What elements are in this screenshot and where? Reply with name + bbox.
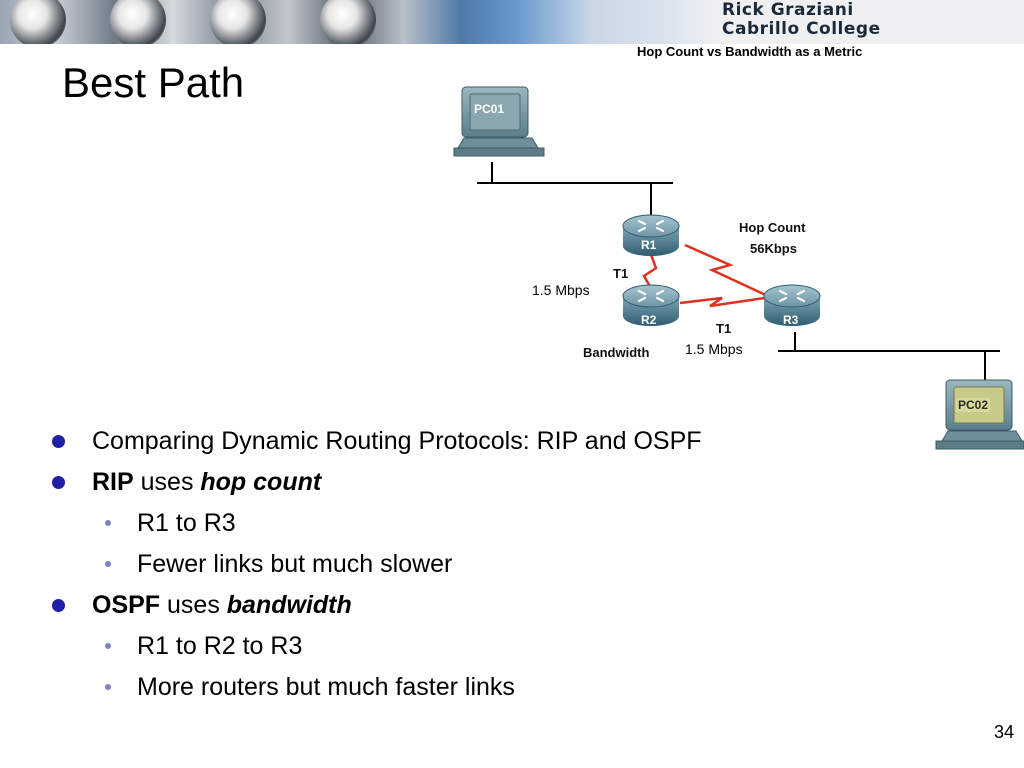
pc02-label: PC02: [956, 398, 991, 412]
slow-link-speed: 56Kbps: [750, 241, 797, 256]
pc01-computer: [453, 86, 545, 157]
router-r3: [763, 284, 821, 326]
pc02-computer: [935, 379, 1024, 450]
bandwidth-label: Bandwidth: [583, 345, 650, 360]
diagram-svg: [453, 86, 1024, 450]
speed-label-r1-r2: 1.5 Mbps: [532, 282, 590, 298]
bullet-text: Comparing Dynamic Routing Protocols: RIP…: [92, 427, 702, 455]
router-r2: [622, 284, 680, 326]
hop-count-label: Hop Count: [739, 220, 806, 235]
sub-bullet-text: More routers but much faster links: [137, 673, 515, 701]
bullet-dot-icon: [52, 476, 65, 489]
t1-label-r2-r3: T1: [716, 321, 732, 336]
banner-photo: [0, 0, 720, 44]
sub-bullet-dot-icon: [105, 561, 111, 567]
r1-label: R1: [641, 238, 657, 252]
sub-bullet-text: R1 to R3: [137, 509, 236, 537]
diagram-title: Hop Count vs Bandwidth as a Metric: [637, 44, 863, 59]
serial-link-r1-r2: [642, 251, 658, 291]
t1-label-r1-r2: T1: [613, 266, 629, 281]
banner-disc: [210, 0, 266, 44]
speed-label-r2-r3: 1.5 Mbps: [685, 341, 743, 357]
pc01-label: PC01: [474, 102, 505, 116]
author-name: Rick Graziani Cabrillo College: [722, 1, 881, 39]
r3-label: R3: [783, 313, 799, 327]
bullet-text-bold: RIP: [92, 468, 134, 496]
banner-logo-area: [672, 0, 1024, 44]
sub-bullet-dot-icon: [105, 643, 111, 649]
bullet-text-bold: OSPF: [92, 591, 161, 619]
sub-bullet-dot-icon: [105, 684, 111, 690]
router-r1: [622, 214, 680, 256]
bullet-dot-icon: [52, 435, 65, 448]
network-diagram: Hop Count vs Bandwidth as a Metric: [440, 40, 1024, 460]
banner-disc: [10, 0, 66, 44]
banner-disc: [110, 0, 166, 44]
bullet-text-bold-italic: bandwidth: [226, 591, 352, 619]
author-name-line1: Rick Graziani: [722, 0, 854, 20]
slide-title: Best Path: [62, 59, 245, 106]
banner-disc: [320, 0, 376, 44]
serial-link-r2-r3: [679, 296, 766, 308]
sub-bullet-dot-icon: [105, 520, 111, 526]
header-banner: Rick Graziani Cabrillo College: [0, 0, 1024, 44]
page-number: 34: [993, 722, 1014, 742]
r2-label: R2: [641, 313, 657, 327]
bullet-text: uses: [160, 591, 227, 619]
bullet-text: uses: [133, 468, 201, 496]
serial-link-r1-r3: [684, 243, 773, 300]
author-name-line2: Cabrillo College: [722, 19, 881, 39]
bullet-text-bold-italic: hop count: [200, 468, 322, 496]
bullet-dot-icon: [52, 599, 65, 612]
sub-bullet-text: Fewer links but much slower: [137, 550, 453, 578]
sub-bullet-text: R1 to R2 to R3: [137, 632, 303, 660]
